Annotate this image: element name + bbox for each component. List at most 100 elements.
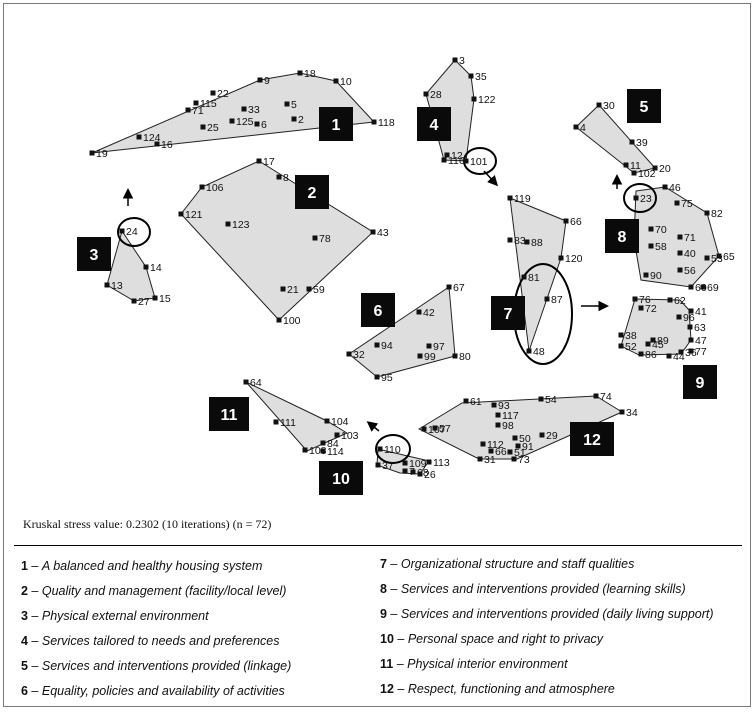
point-112-label: 112 [487,439,504,451]
point-106-marker [199,184,205,190]
point-113-marker [426,459,432,465]
cluster-10-label: 10 [332,471,350,488]
point-10-label: 10 [340,76,352,88]
legend-item-4: 4 – Services tailored to needs and prefe… [21,634,280,648]
cluster-11-polygon [245,381,349,452]
point-103-marker [334,432,340,438]
point-12-label: 12 [451,150,463,162]
point-96-marker [676,314,682,320]
point-100-label: 100 [283,315,301,327]
point-75-label: 75 [681,198,693,210]
point-33-label: 33 [248,104,260,116]
point-28-label: 28 [430,89,442,101]
point-21-marker [280,286,286,292]
point-97-marker [426,343,432,349]
point-53-marker [704,255,710,261]
highlight-23 [623,183,657,213]
point-23-marker [633,195,639,201]
cluster-5-label: 5 [640,99,649,116]
point-119-marker [507,195,513,201]
point-78-marker [312,235,318,241]
point-70-marker [648,226,654,232]
legend-item-7: 7 – Organizational structure and staff q… [380,557,635,571]
point-41-marker [688,308,694,314]
point-68-label: 68 [417,467,429,479]
legend-label: Services and interventions provided (lea… [400,582,686,596]
point-89-marker [650,337,656,343]
point-37-marker [375,462,381,468]
point-54-label: 54 [545,394,557,406]
point-25-label: 25 [207,122,219,134]
point-59-label: 59 [313,284,325,296]
point-47-label: 47 [695,335,707,347]
cluster-2-label-box: 2 [295,175,329,209]
point-73-label: 73 [518,454,530,466]
point-74-label: 74 [600,391,612,403]
point-11-label: 11 [630,160,641,172]
cluster-9-polygon [620,298,692,356]
cluster-3-label-box: 3 [77,237,111,271]
point-94-marker [374,342,380,348]
point-24-label: 24 [126,226,138,238]
point-4-marker [573,124,579,130]
point-95-label: 95 [381,372,393,384]
legend-number: 12 [380,682,394,696]
point-20-marker [652,165,658,171]
legend-label: Personal space and right to privacy [407,632,604,646]
legend-number: 3 [21,609,28,623]
cluster-3-polygon [106,229,156,302]
point-11-marker [623,162,629,168]
legend-item-3: 3 – Physical external environment [21,609,209,623]
point-91-label: 91 [522,441,534,453]
cluster-2-label: 2 [308,185,317,202]
point-98-marker [495,422,501,428]
point-34-label: 34 [626,407,638,419]
point-120-marker [558,255,564,261]
point-57-marker [432,425,438,431]
point-15-marker [152,295,158,301]
legend-label: Services tailored to needs and preferenc… [41,634,280,648]
point-78-label: 78 [319,233,331,245]
point-84-label: 84 [327,438,339,450]
point-33-marker [241,106,247,112]
point-118-marker [371,119,377,125]
cluster-8-label-box: 8 [605,219,639,253]
point-103-label: 103 [341,430,359,442]
point-118-label: 118 [378,117,395,129]
legend-label: Services and interventions provided (lin… [41,659,292,673]
point-22-marker [210,90,216,96]
point-3-label: 3 [459,55,465,67]
point-8-label: 8 [283,172,289,184]
point-46-marker [662,184,668,190]
point-28-marker [423,91,429,97]
point-12-marker [444,152,450,158]
point-18-label: 18 [304,68,316,80]
legend-number: 7 [380,557,387,571]
legend-number: 2 [21,584,28,598]
legend-label: Physical external environment [41,609,209,623]
point-61-label: 61 [470,396,482,408]
point-96-label: 96 [683,312,695,324]
point-69-marker [700,284,706,290]
point-106-label: 106 [206,182,224,194]
point-84-marker [320,440,326,446]
point-109-marker [402,460,408,466]
legend-label: A balanced and healthy housing system [41,559,263,573]
point-2-label: 2 [298,114,304,126]
legend-number: 11 [380,657,394,671]
point-45-label: 45 [652,339,664,351]
point-64-label: 64 [250,377,262,389]
point-66-label: 66 [570,216,582,228]
legend-number: 5 [21,659,28,673]
point-119-label: 119 [514,193,531,205]
point-88-marker [524,239,530,245]
point-9-label: 9 [264,75,270,87]
cluster-5-label-box: 5 [627,89,661,123]
point-17-marker [256,158,262,164]
point-39-label: 39 [636,137,648,149]
point-72-label: 72 [645,303,657,315]
cluster-8-label: 8 [618,229,627,246]
point-100-marker [276,317,282,323]
point-104-marker [324,418,330,424]
